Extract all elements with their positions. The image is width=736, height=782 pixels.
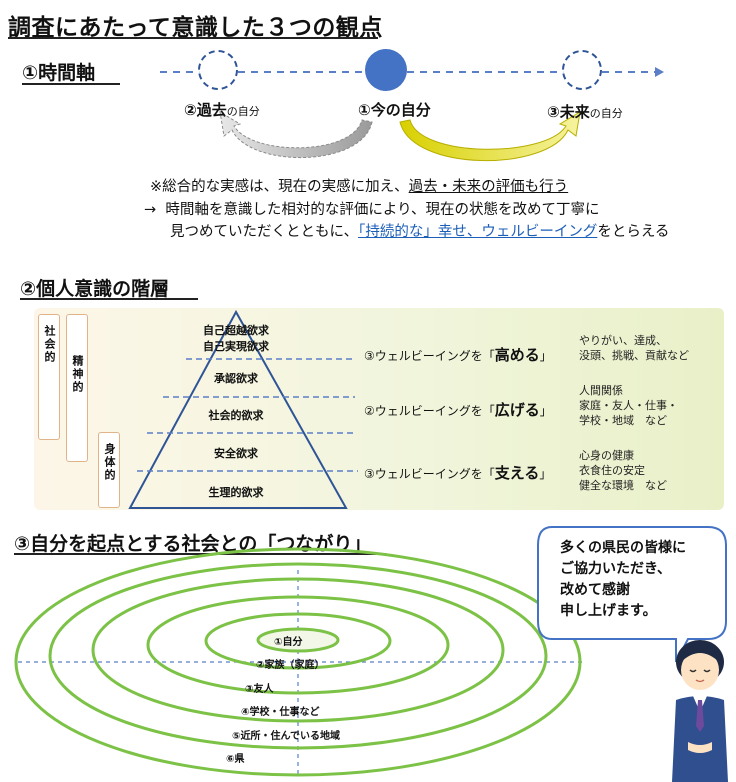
time-note-2: → 時間軸を意識した相対的な評価により、現在の状態を改めて丁寧に xyxy=(144,202,600,218)
past-curved-arrow xyxy=(219,111,373,159)
past-self-circle xyxy=(198,50,238,90)
ring-label-school-work: ④学校・仕事など xyxy=(241,707,320,718)
time-note-3: 見つめていただくとともに、「持続的な」幸せ、ウェルビーイングをとらえる xyxy=(170,224,670,240)
ring-school-work xyxy=(91,577,505,723)
level-self-transcendence: 自己超越欲求 xyxy=(203,324,269,337)
page-title: 調査にあたって意識した３つの観点 xyxy=(8,15,383,41)
side-label-social: 社会的 xyxy=(38,314,60,440)
level-esteem: 承認欲求 xyxy=(214,372,258,385)
level-social: 社会的欲求 xyxy=(208,409,264,422)
ring-self xyxy=(256,627,340,653)
time-axis-arrowhead xyxy=(655,67,664,77)
wellbeing-raise: ③ウェルビーイングを「高める」 xyxy=(364,346,552,364)
title-underline xyxy=(8,37,378,39)
level-physiological: 生理的欲求 xyxy=(208,486,264,499)
wellbeing-support-desc: 心身の健康衣食住の安定健全な環境 など xyxy=(579,449,667,492)
now-self-label: ①今の自分 xyxy=(358,101,431,119)
person-suit xyxy=(672,696,728,782)
section1-underline xyxy=(22,83,120,85)
ring-label-neighborhood: ⑤近所・住んでいる地域 xyxy=(232,731,340,742)
wellbeing-raise-desc: やりがい、達成、没頭、挑戦、貢献など xyxy=(579,334,689,362)
future-curved-arrow xyxy=(399,111,581,161)
time-note-1: ※総合的な実感は、現在の実感に加え、過去・未来の評価も行う xyxy=(150,179,569,195)
section2-heading: ②個人意識の階層 xyxy=(20,278,170,300)
now-self-circle xyxy=(365,49,407,91)
level-safety: 安全欲求 xyxy=(214,447,258,460)
hierarchy-panel xyxy=(34,308,724,510)
future-self-circle xyxy=(562,50,602,90)
person-face xyxy=(681,650,719,690)
level-self-actualization: 自己実現欲求 xyxy=(203,340,269,353)
ring-prefecture xyxy=(14,547,582,777)
person-eye-right xyxy=(703,669,711,673)
person-tie xyxy=(696,700,704,732)
person-eye-left xyxy=(689,669,697,673)
ring-neighborhood xyxy=(48,562,548,750)
side-label-physical: 身体的 xyxy=(98,432,120,508)
past-self-label: ②過去の自分 xyxy=(184,101,260,119)
ring-label-family: ②家族（家庭） xyxy=(256,660,325,671)
ring-family xyxy=(204,612,392,670)
ring-label-self: ①自分 xyxy=(274,637,303,648)
wellbeing-spread-desc: 人間関係家庭・友人・仕事・学校・地域 など xyxy=(579,384,678,427)
ring-label-prefecture: ⑥県 xyxy=(226,754,245,765)
person-bangs xyxy=(681,645,719,662)
wellbeing-spread: ②ウェルビーイングを「広げる」 xyxy=(364,401,552,419)
ring-friends xyxy=(146,595,450,695)
section3-underline xyxy=(14,553,386,555)
bubble-message: 多くの県民の皆様に ご協力いただき、 改めて感謝 申し上げます。 xyxy=(560,540,686,619)
person-hands xyxy=(688,742,712,753)
needs-pyramid xyxy=(128,309,348,509)
wellbeing-support: ③ウェルビーイングを「支える」 xyxy=(364,464,552,482)
person-mouth xyxy=(695,679,705,683)
future-self-label: ③未来の自分 xyxy=(547,103,623,121)
section2-underline xyxy=(20,298,198,300)
ring-label-friends: ③友人 xyxy=(245,684,274,695)
side-label-mental: 精神的 xyxy=(66,314,88,462)
section1-heading: ①時間軸 xyxy=(22,62,96,84)
